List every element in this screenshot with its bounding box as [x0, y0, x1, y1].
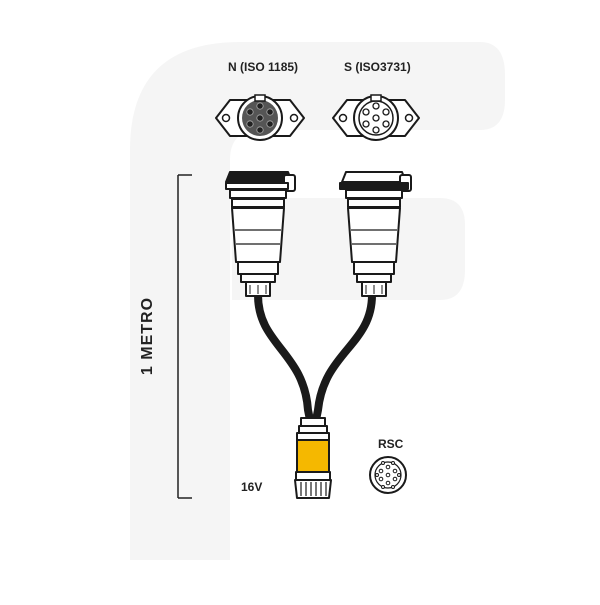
rsc-plug [294, 417, 332, 499]
n-socket-icon [215, 94, 305, 141]
n-connector-label: N (ISO 1185) [228, 60, 299, 74]
length-dimension-line [177, 174, 192, 499]
s-socket-icon [332, 94, 420, 141]
y-cable [254, 291, 376, 424]
rsc-socket-icon [369, 456, 407, 494]
voltage-label: 16V [241, 480, 263, 494]
s-connector-label: S (ISO3731) [344, 60, 411, 74]
n-plug [225, 171, 296, 297]
s-plug [339, 171, 412, 297]
background-logo [130, 42, 505, 560]
rsc-connector-label: RSC [378, 437, 404, 451]
cable-length-label: 1 METRO [139, 296, 156, 376]
